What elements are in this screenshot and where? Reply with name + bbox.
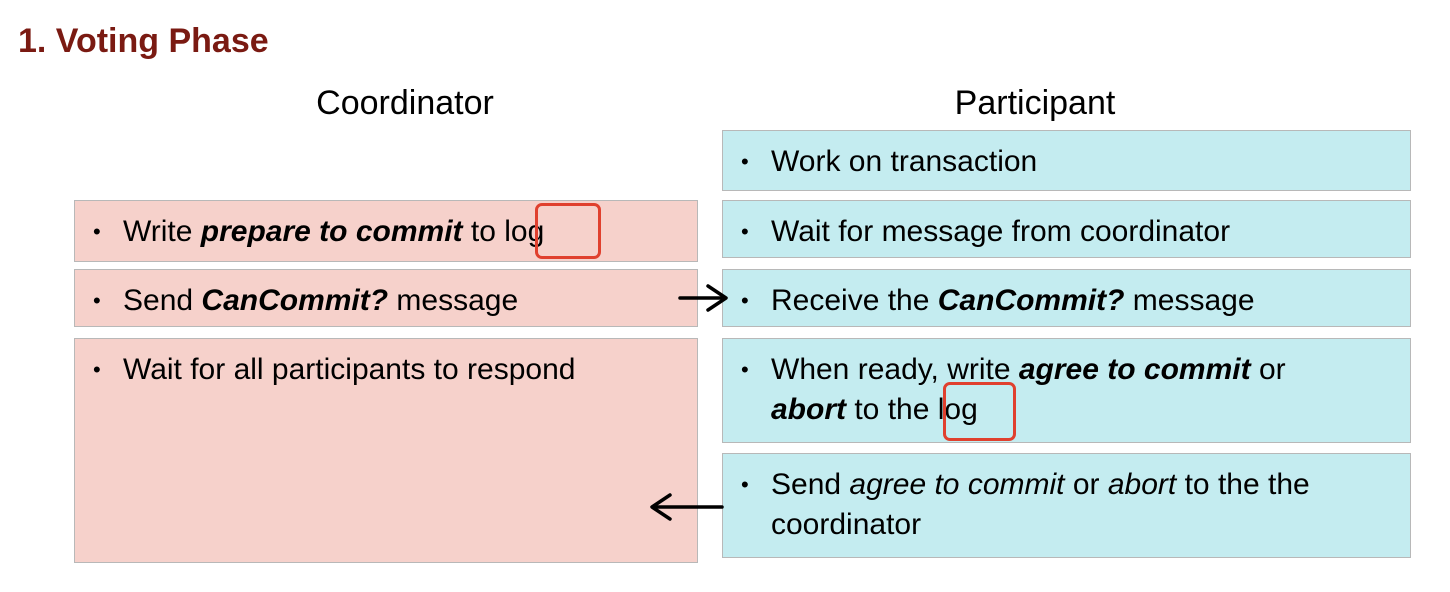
section-title: 1. Voting Phase bbox=[18, 22, 269, 60]
step-text: to the the bbox=[1176, 468, 1310, 501]
bullet: • bbox=[741, 472, 749, 497]
bullet: • bbox=[93, 219, 101, 244]
step-text: Work on transaction bbox=[771, 145, 1038, 178]
participant-step-send-vote: • Send agree to commit or abort to the t… bbox=[722, 453, 1411, 558]
log-highlight-participant bbox=[943, 382, 1016, 441]
emphasis-text: CanCommit? bbox=[937, 284, 1125, 317]
bullet: • bbox=[93, 288, 101, 313]
emphasis-text: prepare to commit bbox=[200, 215, 463, 248]
log-highlight-coordinator bbox=[535, 203, 601, 259]
step-text: message bbox=[1124, 284, 1255, 317]
step-text: Wait for message from coordinator bbox=[771, 215, 1231, 248]
bullet: • bbox=[741, 219, 749, 244]
bullet: • bbox=[93, 357, 101, 382]
coordinator-heading: Coordinator bbox=[316, 84, 494, 122]
bullet: • bbox=[741, 357, 749, 382]
participant-heading: Participant bbox=[954, 84, 1116, 122]
arrow-right-icon bbox=[678, 284, 728, 312]
bullet: • bbox=[741, 288, 749, 313]
emphasis-text: agree to commit bbox=[849, 468, 1065, 501]
participant-step-work: • Work on transaction bbox=[722, 130, 1411, 191]
coordinator-step-wait-all: • Wait for all participants to respond bbox=[74, 338, 698, 563]
step-text: Receive the bbox=[771, 284, 938, 317]
step-text: coordinator bbox=[771, 508, 922, 541]
step-text: Send bbox=[771, 468, 850, 501]
emphasis-text: abort bbox=[771, 393, 846, 426]
coordinator-step-send-cancommit: • Send CanCommit? message bbox=[74, 269, 698, 327]
step-text: Send bbox=[123, 284, 202, 317]
step-text: Write bbox=[123, 215, 201, 248]
step-text: or bbox=[1064, 468, 1108, 501]
coordinator-step-write-log: • Write prepare to commit to log bbox=[74, 200, 698, 262]
emphasis-text: agree to commit bbox=[1018, 353, 1251, 386]
bullet: • bbox=[741, 149, 749, 174]
participant-step-receive: • Receive the CanCommit? message bbox=[722, 269, 1411, 327]
step-text: to bbox=[462, 215, 505, 248]
participant-step-write-vote: • When ready, write agree to commit or ab… bbox=[722, 338, 1411, 443]
step-text: or bbox=[1250, 353, 1286, 386]
step-text: to the bbox=[846, 393, 938, 426]
emphasis-text: CanCommit? bbox=[201, 284, 389, 317]
arrow-left-icon bbox=[650, 493, 724, 521]
step-text: When ready, write bbox=[771, 353, 1019, 386]
participant-step-wait: • Wait for message from coordinator bbox=[722, 200, 1411, 258]
step-text: message bbox=[388, 284, 519, 317]
step-text: Wait for all participants to respond bbox=[123, 353, 576, 386]
emphasis-text: abort bbox=[1107, 468, 1177, 501]
